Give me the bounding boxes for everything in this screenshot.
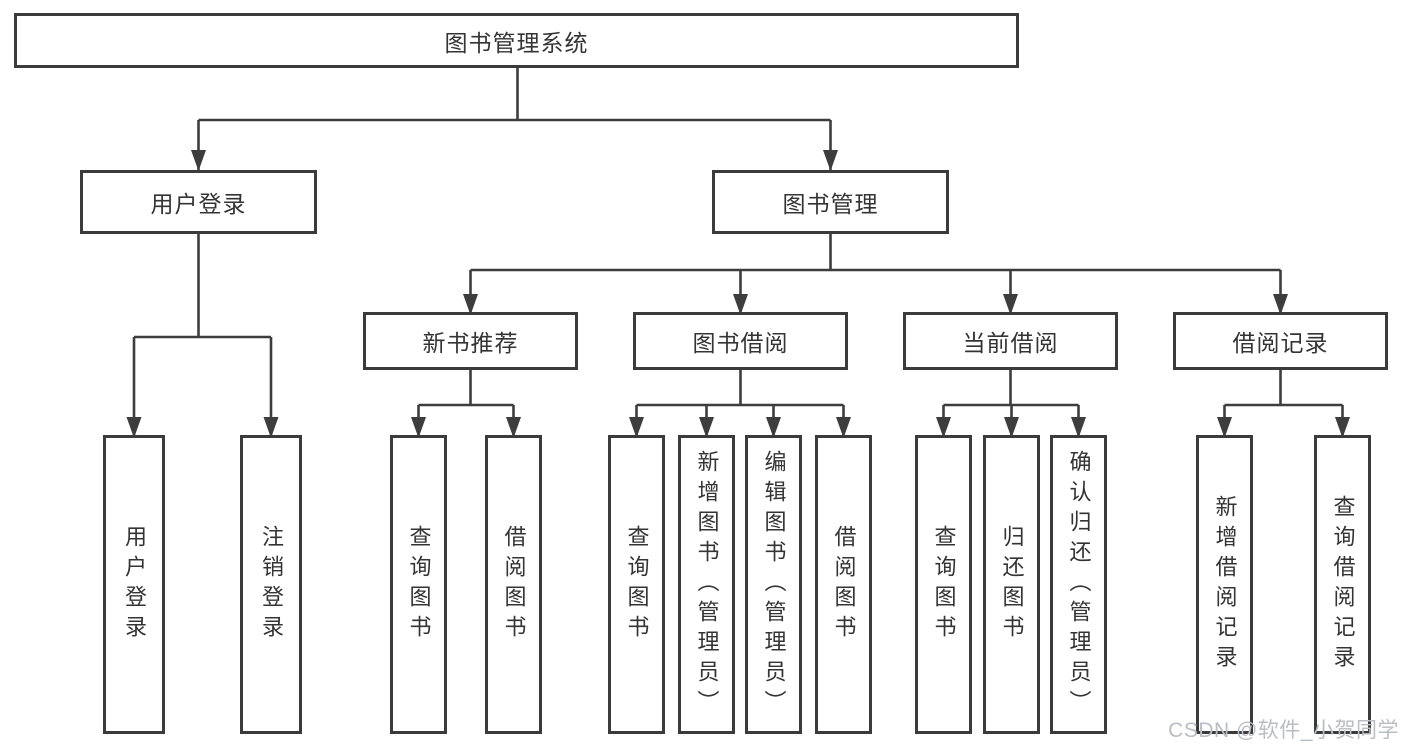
leaf-add-borrow-record-label: 新增借阅记录: [1212, 494, 1238, 675]
node-user-login-label: 用户登录: [150, 191, 247, 217]
leaf-logout: 注销登录: [240, 435, 302, 734]
node-book-borrowing-label: 图书借阅: [692, 330, 789, 356]
leaf-query-books-1-label: 查询图书: [406, 524, 432, 645]
leaf-borrow-books-1: 借阅图书: [485, 435, 542, 734]
leaf-query-books-1: 查询图书: [390, 435, 447, 734]
leaf-borrow-books-2-label: 借阅图书: [831, 524, 857, 645]
leaf-add-books-admin-label: 新增图书（管理员）: [694, 449, 720, 720]
leaf-borrow-books-1-label: 借阅图书: [501, 524, 527, 645]
leaf-edit-books-admin-label: 编辑图书（管理员）: [761, 449, 787, 720]
leaf-query-borrow-record-label: 查询借阅记录: [1330, 494, 1356, 675]
node-book-management: 图书管理: [712, 170, 949, 234]
leaf-user-login-label: 用户登录: [122, 524, 147, 645]
node-library-system-label: 图书管理系统: [444, 29, 589, 56]
node-borrowing-records: 借阅记录: [1173, 312, 1388, 370]
node-borrowing-records-label: 借阅记录: [1232, 330, 1329, 356]
node-library-system: 图书管理系统: [14, 13, 1019, 68]
leaf-confirm-return-admin: 确认归还（管理员）: [1050, 435, 1107, 734]
leaf-query-borrow-record: 查询借阅记录: [1314, 435, 1371, 734]
leaf-return-books-label: 归还图书: [999, 524, 1025, 645]
node-new-book-recommend: 新书推荐: [363, 312, 578, 370]
node-book-management-label: 图书管理: [782, 191, 879, 217]
leaf-user-login: 用户登录: [103, 435, 165, 734]
node-current-borrowing-label: 当前借阅: [962, 330, 1059, 356]
node-book-borrowing: 图书借阅: [633, 312, 848, 370]
leaf-add-books-admin: 新增图书（管理员）: [678, 435, 735, 734]
leaf-borrow-books-2: 借阅图书: [815, 435, 872, 734]
csdn-watermark: CSDN @软件_小贺同学: [1168, 719, 1399, 742]
leaf-query-books-2-label: 查询图书: [624, 524, 650, 645]
node-user-login: 用户登录: [80, 170, 317, 234]
leaf-logout-label: 注销登录: [259, 524, 284, 645]
leaf-confirm-return-admin-label: 确认归还（管理员）: [1066, 449, 1092, 720]
leaf-add-borrow-record: 新增借阅记录: [1196, 435, 1253, 734]
node-new-book-recommend-label: 新书推荐: [422, 330, 519, 356]
leaf-query-books-3: 查询图书: [915, 435, 972, 734]
leaf-edit-books-admin: 编辑图书（管理员）: [745, 435, 802, 734]
leaf-query-books-3-label: 查询图书: [931, 524, 957, 645]
node-current-borrowing: 当前借阅: [903, 312, 1118, 370]
leaf-return-books: 归还图书: [983, 435, 1040, 734]
leaf-query-books-2: 查询图书: [608, 435, 665, 734]
